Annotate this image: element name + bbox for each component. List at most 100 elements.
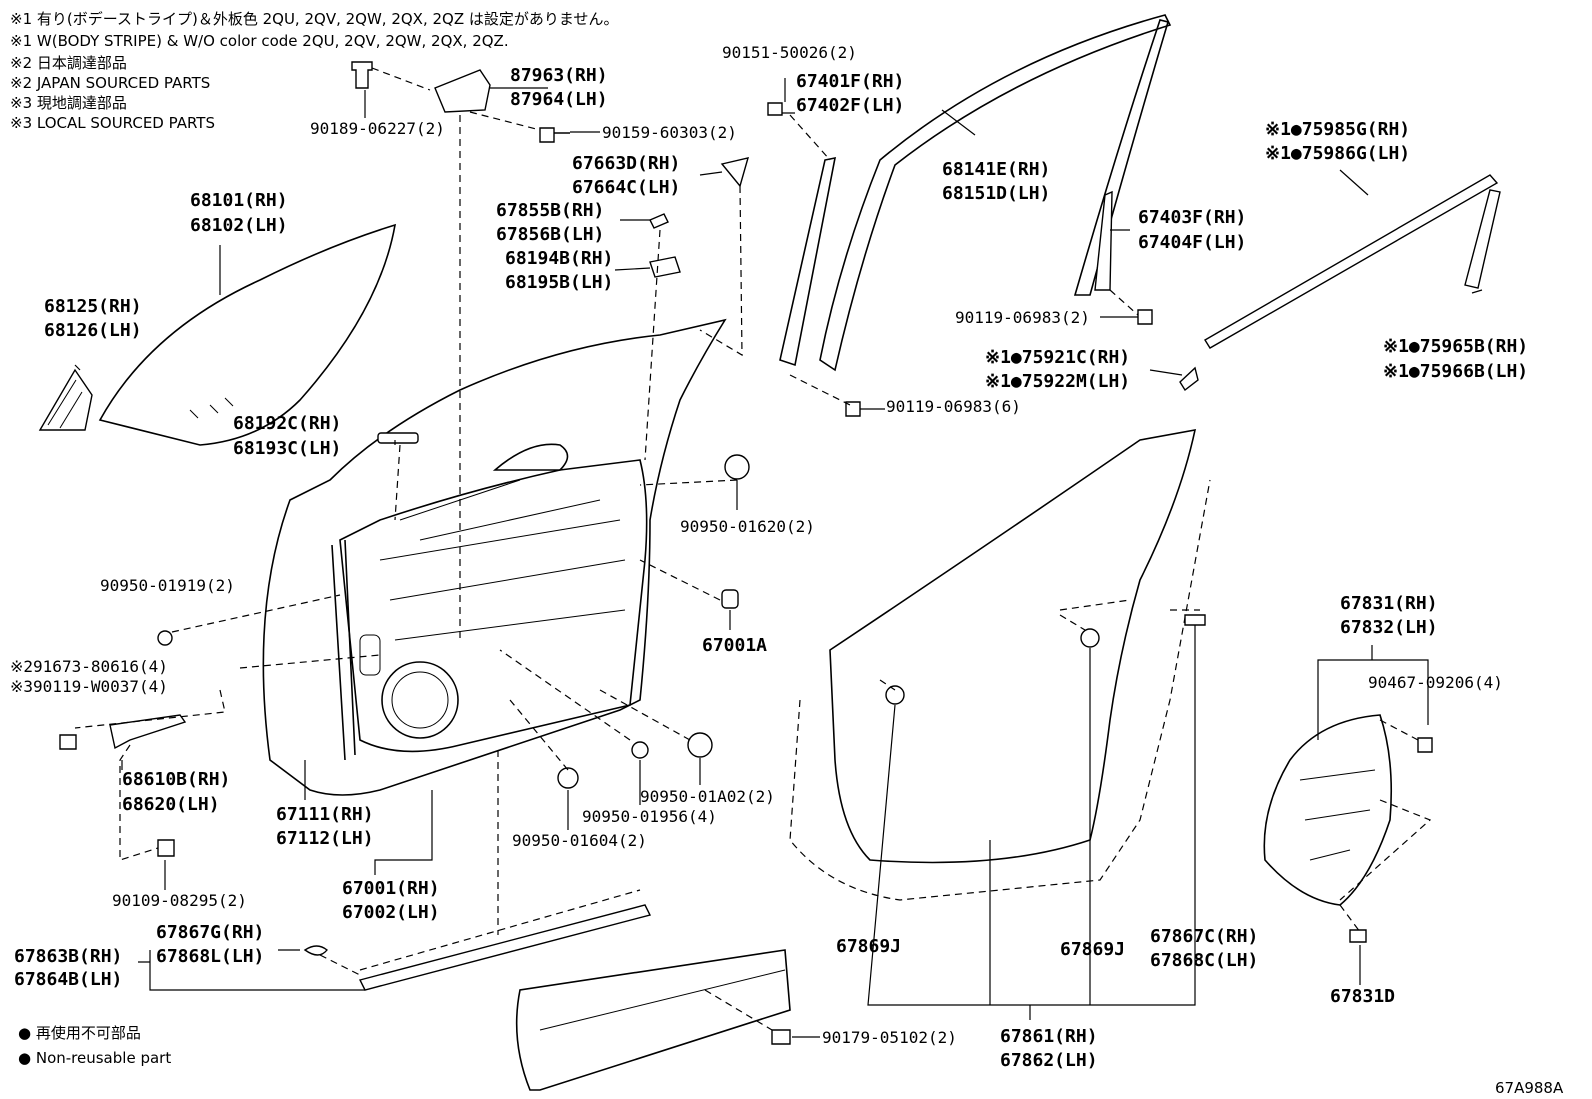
label-67856: 67856B(LH) [496, 224, 604, 245]
label-67404: 67404F(LH) [1138, 232, 1246, 253]
clip-icon-67869b [1080, 628, 1100, 648]
label-68102: 68102(LH) [190, 215, 288, 236]
label-90109: 90109-08295(2) [112, 891, 247, 910]
cover-icon-67663 [720, 157, 749, 188]
label-68126: 68126(LH) [44, 320, 142, 341]
label-68194: 68194B(RH) [505, 248, 613, 269]
clip-icon-67869a [885, 685, 905, 705]
leader-lines [74, 67, 1483, 1038]
label-67869a: 67869J [836, 936, 901, 957]
label-67831d: 67831D [1330, 986, 1395, 1007]
label-67861: 67861(RH) [1000, 1026, 1098, 1047]
part-labels: 87963(RH) 87964(LH) 90189-06227(2) 90159… [10, 43, 1528, 1071]
note-line-3: ※2 日本調達部品 [10, 54, 127, 72]
sill-molding-drawing [358, 904, 791, 1091]
clip-icon-67867c [1184, 614, 1206, 626]
diagram-id: 67A988A [1495, 1079, 1564, 1097]
label-67112: 67112(LH) [276, 828, 374, 849]
label-90950c: 90950-01A02(2) [640, 787, 775, 806]
weatherstrip-drawing [789, 428, 1211, 901]
label-68610: 68610B(RH) [122, 769, 230, 790]
label-90119a: 90119-06983(2) [955, 308, 1090, 327]
label-67869b: 67869J [1060, 939, 1125, 960]
clip-icon-90189 [351, 61, 373, 89]
label-90467: 90467-09206(4) [1368, 673, 1503, 692]
label-90950a: 90950-01620(2) [680, 517, 815, 536]
label-90179: 90179-05102(2) [822, 1028, 957, 1047]
label-67663: 67663D(RH) [572, 153, 680, 174]
plug-icon-90950d [631, 741, 649, 759]
label-75985: ※1●75985G(RH) [1265, 119, 1410, 140]
bolt-icon-90109 [157, 839, 175, 857]
note-line-2: ※1 W(BODY STRIPE) & W/O color code 2QU, … [10, 32, 509, 50]
plug-icon-90950a [724, 454, 750, 480]
corner-piece-68125 [38, 368, 93, 431]
label-87964: 87964(LH) [510, 89, 608, 110]
label-68192: 68192C(RH) [233, 413, 341, 434]
label-68620: 68620(LH) [122, 794, 220, 815]
label-75921: ※1●75921C(RH) [985, 347, 1130, 368]
label-67403: 67403F(RH) [1138, 207, 1246, 228]
service-cover-drawing [1263, 714, 1393, 906]
label-67831: 67831(RH) [1340, 593, 1438, 614]
label-90119c: ※390119-W0037(4) [10, 677, 168, 696]
label-68193: 68193C(LH) [233, 438, 341, 459]
legend-line-en: ● Non-reusable part [18, 1049, 171, 1067]
label-67868l: 67868L(LH) [156, 946, 264, 967]
label-68195: 68195B(LH) [505, 272, 613, 293]
label-67001: 67001(RH) [342, 878, 440, 899]
label-90189: 90189-06227(2) [310, 119, 445, 138]
door-panel-drawing [262, 318, 727, 796]
label-67111: 67111(RH) [276, 804, 374, 825]
label-90950d: 90950-01956(4) [582, 807, 717, 826]
label-67862: 67862(LH) [1000, 1050, 1098, 1071]
nut-icon-90467 [1417, 737, 1433, 753]
label-75986: ※1●75986G(LH) [1265, 143, 1410, 164]
label-90151: 90151-50026(2) [722, 43, 857, 62]
legend-line-ja: ● 再使用不可部品 [18, 1024, 141, 1042]
plug-icon-90950e [557, 767, 579, 789]
plug-icon-90950b [157, 630, 173, 646]
label-67832: 67832(LH) [1340, 617, 1438, 638]
label-67863: 67863B(RH) [14, 946, 122, 967]
frame-molding-drawing [779, 14, 1501, 392]
label-67002: 67002(LH) [342, 902, 440, 923]
clip-icon-67001a [721, 589, 739, 609]
label-90950e: 90950-01604(2) [512, 831, 647, 850]
clip-icon-67831d [1349, 929, 1367, 943]
label-75966: ※1●75966B(LH) [1383, 361, 1528, 382]
clip-icon-68194 [649, 256, 681, 278]
label-90950b: 90950-01919(2) [100, 576, 235, 595]
label-67868c: 67868C(LH) [1150, 950, 1258, 971]
bracket-icon-87963 [434, 69, 491, 113]
label-67664: 67664C(LH) [572, 177, 680, 198]
note-line-6: ※3 LOCAL SOURCED PARTS [10, 114, 215, 132]
fastener-icons [59, 61, 1433, 1045]
label-67402: 67402F(LH) [796, 95, 904, 116]
clip-icon-67867g [303, 945, 328, 956]
clip-icon-67855 [649, 213, 669, 229]
label-68101: 68101(RH) [190, 190, 288, 211]
label-67864: 67864B(LH) [14, 969, 122, 990]
bolt-icon-90119a [1137, 309, 1153, 325]
label-75922: ※1●75922M(LH) [985, 371, 1130, 392]
checker-icon-68610 [109, 714, 187, 750]
label-90159: 90159-60303(2) [602, 123, 737, 142]
plug-icon-90950c [687, 732, 713, 758]
bolt-icon-90159 [539, 127, 570, 143]
bolt-icon-91673 [59, 734, 77, 750]
label-67867c: 67867C(RH) [1150, 926, 1258, 947]
bolt-icon-90119b [845, 401, 861, 417]
label-67001a: 67001A [702, 635, 767, 656]
label-67855: 67855B(RH) [496, 200, 604, 221]
clip-icon-90179 [771, 1029, 791, 1045]
label-67867g: 67867G(RH) [156, 922, 264, 943]
notes-block: ※1 有り(ボデーストライプ)＆外板色 2QU, 2QV, 2QW, 2QX, … [10, 10, 618, 132]
clip-icon-68192 [377, 432, 419, 444]
label-90119b: 90119-06983(6) [886, 397, 1021, 416]
label-68141: 68141E(RH) [942, 159, 1050, 180]
label-68151: 68151D(LH) [942, 183, 1050, 204]
label-75965: ※1●75965B(RH) [1383, 336, 1528, 357]
note-line-4: ※2 JAPAN SOURCED PARTS [10, 74, 210, 92]
